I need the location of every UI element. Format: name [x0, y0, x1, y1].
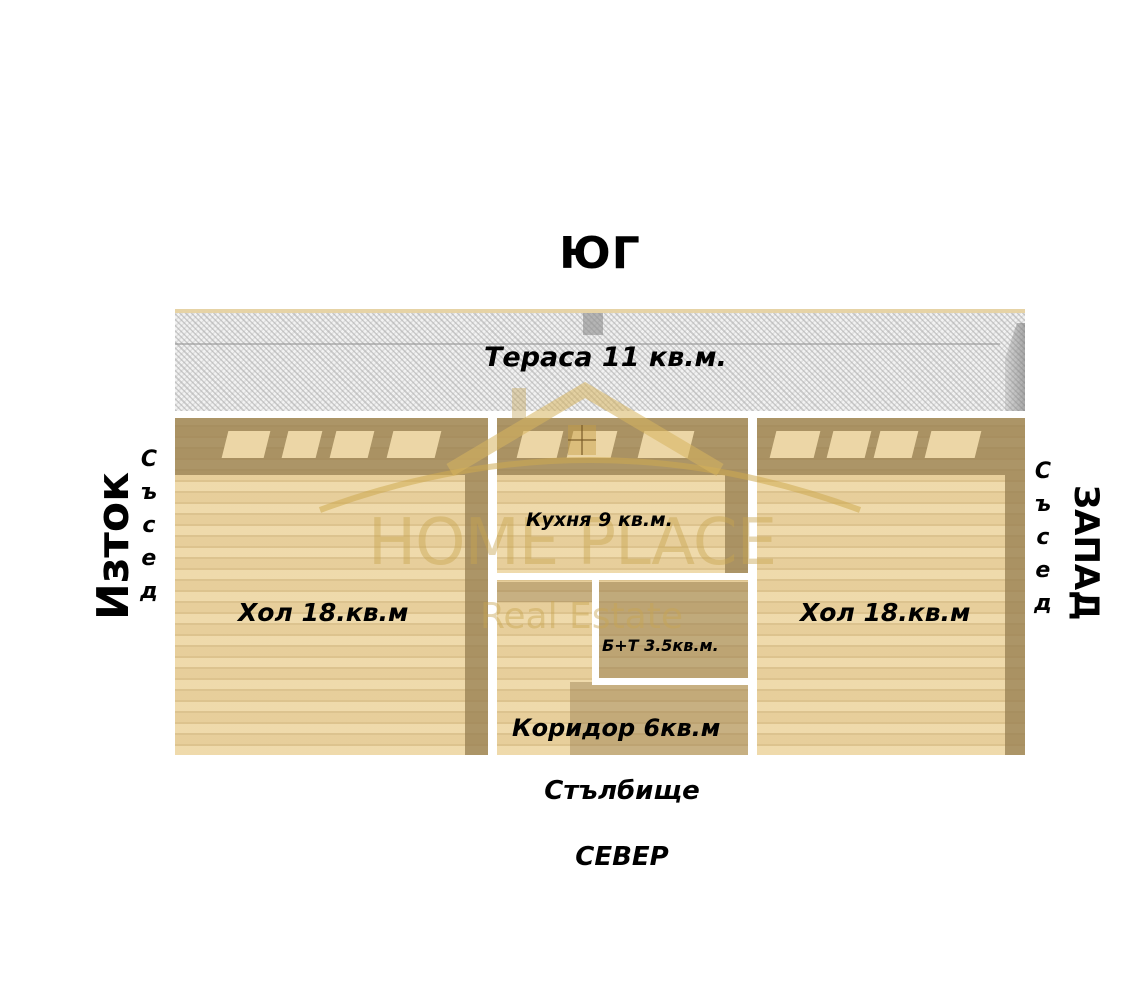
- window: [386, 431, 442, 458]
- corridor-floor: [497, 582, 592, 602]
- window: [329, 431, 375, 458]
- neighbor-letter: ъ: [140, 480, 158, 505]
- corridor-floor: [570, 682, 750, 755]
- living-room-right-label: Хол 18.кв.м: [800, 598, 971, 627]
- neighbor-letter: д: [1034, 591, 1052, 616]
- wall: [748, 418, 757, 755]
- window: [924, 431, 982, 458]
- wall-band: [725, 475, 749, 575]
- wall: [488, 418, 497, 755]
- terrace-shadow: [1005, 323, 1025, 411]
- wall: [497, 573, 748, 580]
- neighbor-letter: е: [141, 546, 157, 571]
- window: [516, 431, 564, 458]
- window: [769, 431, 821, 458]
- living-room-left-label: Хол 18.кв.м: [238, 598, 409, 627]
- window: [873, 431, 919, 458]
- corridor-label: Коридор 6кв.м: [512, 714, 721, 742]
- floor-plan: [175, 418, 1025, 755]
- wall: [592, 580, 599, 684]
- window: [637, 431, 695, 458]
- window: [826, 431, 872, 458]
- wall-band: [465, 475, 488, 755]
- neighbor-letter: с: [142, 513, 156, 538]
- window: [221, 431, 271, 458]
- neighbor-letter: С: [1034, 459, 1051, 484]
- compass-south-label: ЮГ: [559, 228, 641, 279]
- neighbor-letter: д: [140, 579, 158, 604]
- terrace-area: [175, 309, 1025, 411]
- window: [566, 431, 618, 458]
- bathroom-floor: [599, 582, 749, 682]
- neighbor-letter: с: [1036, 525, 1050, 550]
- terrace-post: [583, 313, 603, 335]
- terrace-railing-line: [175, 343, 1000, 345]
- neighbor-right-label: С ъ с е д: [1034, 455, 1052, 620]
- compass-east-label: Изток: [88, 472, 139, 620]
- compass-north-label: СЕВЕР: [575, 842, 669, 872]
- bathroom-label: Б+Т 3.5кв.м.: [602, 636, 719, 655]
- neighbor-left-label: С ъ с е д: [140, 443, 158, 608]
- neighbor-letter: е: [1035, 558, 1051, 583]
- wall: [592, 678, 748, 685]
- staircase-label: Стълбище: [544, 776, 700, 806]
- window: [281, 431, 323, 458]
- neighbor-letter: С: [140, 447, 157, 472]
- wall-band: [1005, 475, 1025, 755]
- neighbor-letter: ъ: [1034, 492, 1052, 517]
- kitchen-label: Кухня 9 кв.м.: [526, 509, 673, 531]
- compass-west-label: ЗАПАД: [1066, 485, 1106, 621]
- wall: [175, 411, 1025, 418]
- terrace-label: Тераса 11 кв.м.: [484, 342, 727, 373]
